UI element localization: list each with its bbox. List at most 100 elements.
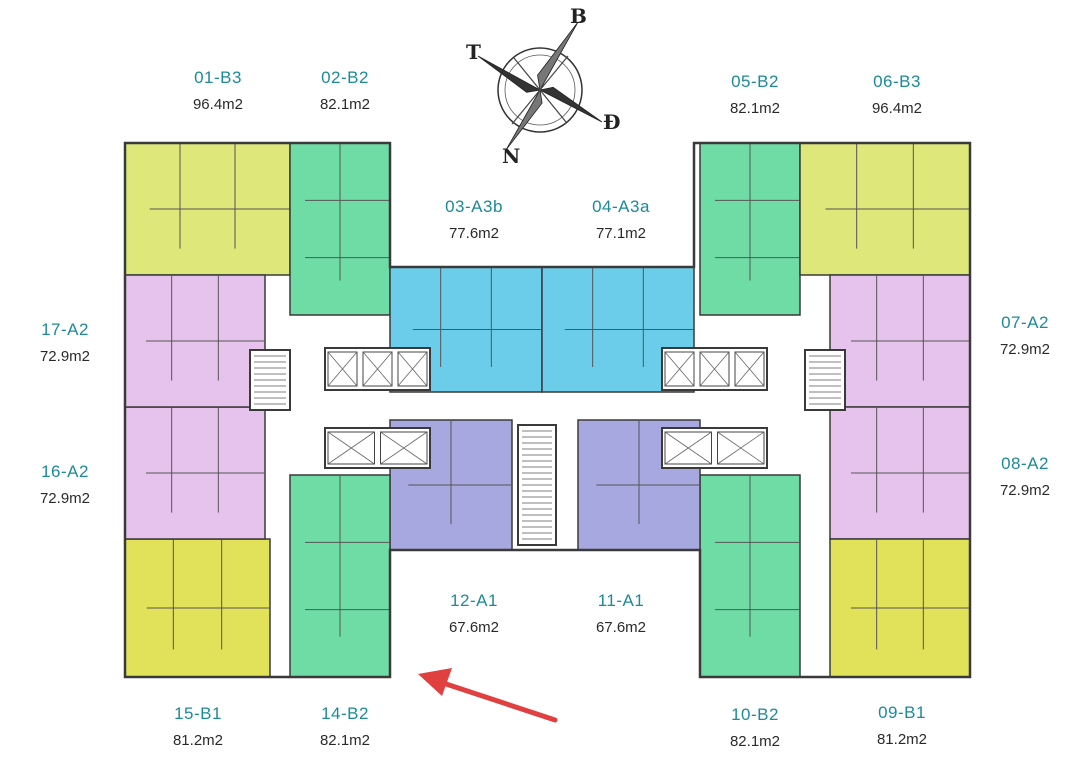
unit-code: 15-B1: [174, 704, 222, 723]
elevator-cross: [327, 431, 375, 465]
elevator-shaft: [380, 431, 428, 465]
unit-label-17: 17-A2 72.9m2: [10, 320, 120, 365]
compass-inner-ring: [504, 54, 576, 126]
unit-label-11: 11-A1 67.6m2: [566, 591, 676, 636]
elevator-shaft: [397, 351, 428, 387]
elevator-cross: [397, 351, 428, 387]
unit-area: 82.1m2: [729, 100, 781, 117]
core-frame: [661, 427, 768, 469]
unit-area: 82.1m2: [729, 733, 781, 750]
unit-code: 06-B3: [873, 72, 921, 91]
unit-area: 82.1m2: [319, 96, 371, 113]
elevator-cross: [664, 351, 695, 387]
unit-blocks: [124, 142, 971, 678]
unit-code: 09-B1: [878, 703, 926, 722]
compass-point: [477, 55, 542, 93]
unit-area: 81.2m2: [876, 731, 928, 748]
wall-outline: [123, 141, 972, 679]
compass-ring: [497, 47, 583, 133]
unit-code: 17-A2: [41, 320, 89, 339]
unit-code: 02-B2: [321, 68, 369, 87]
unit-label-10: 10-B2 82.1m2: [700, 705, 810, 750]
compass-minor-point: [539, 55, 569, 91]
elevator-cross: [734, 351, 765, 387]
unit-area: 77.6m2: [448, 225, 500, 242]
unit-label-07: 07-A2 72.9m2: [970, 313, 1080, 358]
unit-03-block-rooms: [412, 267, 542, 367]
unit-15-block-rooms: [146, 539, 270, 650]
unit-area: 67.6m2: [448, 619, 500, 636]
unit-label-14: 14-B2 82.1m2: [290, 704, 400, 749]
stair-center: [517, 424, 557, 546]
compass-point: [538, 86, 603, 123]
unit-10-block-rooms: [715, 475, 800, 637]
unit-area: 67.6m2: [595, 619, 647, 636]
building-outline: [123, 141, 972, 679]
elevator-shaft: [327, 351, 358, 387]
unit-code: 11-A1: [597, 591, 645, 610]
compass-east-label: Đ: [603, 110, 621, 134]
unit-code: 12-A1: [450, 591, 498, 610]
unit-code: 10-B2: [731, 705, 779, 724]
compass-south-label: N: [502, 144, 521, 168]
unit-code: 05-B2: [731, 72, 779, 91]
unit-17-block-rooms: [146, 275, 265, 381]
unit-08-block-rooms: [851, 407, 970, 513]
unit-area: 72.9m2: [39, 348, 91, 365]
unit-label-03: 03-A3b 77.6m2: [419, 197, 529, 242]
arrow-head: [418, 668, 452, 696]
unit-06-block-rooms: [825, 143, 970, 249]
unit-code: 01-B3: [194, 68, 242, 87]
elevator-shaft: [327, 431, 375, 465]
unit-label-02: 02-B2 82.1m2: [290, 68, 400, 113]
compass-point: [505, 88, 543, 151]
compass-minor-point: [513, 57, 541, 91]
elevator-cross: [699, 351, 730, 387]
compass-minor-point: [539, 89, 567, 123]
compass-minor-point: [511, 89, 541, 125]
unit-code: 14-B2: [321, 704, 369, 723]
unit-04-block-rooms: [564, 267, 694, 367]
unit-code: 07-A2: [1001, 313, 1049, 332]
elevator-cross: [362, 351, 393, 387]
compass-point: [537, 21, 579, 92]
unit-code: 03-A3b: [445, 197, 503, 216]
unit-label-05: 05-B2 82.1m2: [700, 72, 810, 117]
unit-area: 82.1m2: [319, 732, 371, 749]
arrow-shaft: [437, 679, 558, 723]
unit-area: 96.4m2: [871, 100, 923, 117]
unit-area: 72.9m2: [999, 482, 1051, 499]
compass-north-label: B: [570, 4, 587, 28]
elevator-core-right: [661, 347, 768, 391]
unit-05-block-rooms: [715, 143, 800, 281]
unit-label-06: 06-B3 96.4m2: [842, 72, 952, 117]
elevator-cross: [664, 431, 712, 465]
stair-left: [249, 349, 291, 411]
elevator-shaft: [362, 351, 393, 387]
pointer-arrow-icon: [418, 668, 558, 723]
elevator-shaft: [664, 351, 695, 387]
core-elements: [249, 347, 846, 546]
elevator-shaft: [664, 431, 712, 465]
unit-code: 04-A3a: [592, 197, 650, 216]
stair-right: [804, 349, 846, 411]
unit-label-09: 09-B1 81.2m2: [847, 703, 957, 748]
unit-09-block-rooms: [851, 539, 970, 650]
elevator-shaft: [717, 431, 765, 465]
unit-01-block-rooms: [149, 143, 290, 249]
unit-14-block-rooms: [305, 475, 390, 637]
compass-west-label: T: [466, 40, 481, 64]
unit-02-block-rooms: [305, 143, 390, 281]
unit-11-block-rooms: [596, 420, 700, 524]
compass-rose-icon: [477, 21, 603, 151]
elevator-core-lower-left: [324, 427, 431, 469]
unit-area: 72.9m2: [999, 341, 1051, 358]
elevator-cross: [717, 431, 765, 465]
unit-area: 72.9m2: [39, 490, 91, 507]
